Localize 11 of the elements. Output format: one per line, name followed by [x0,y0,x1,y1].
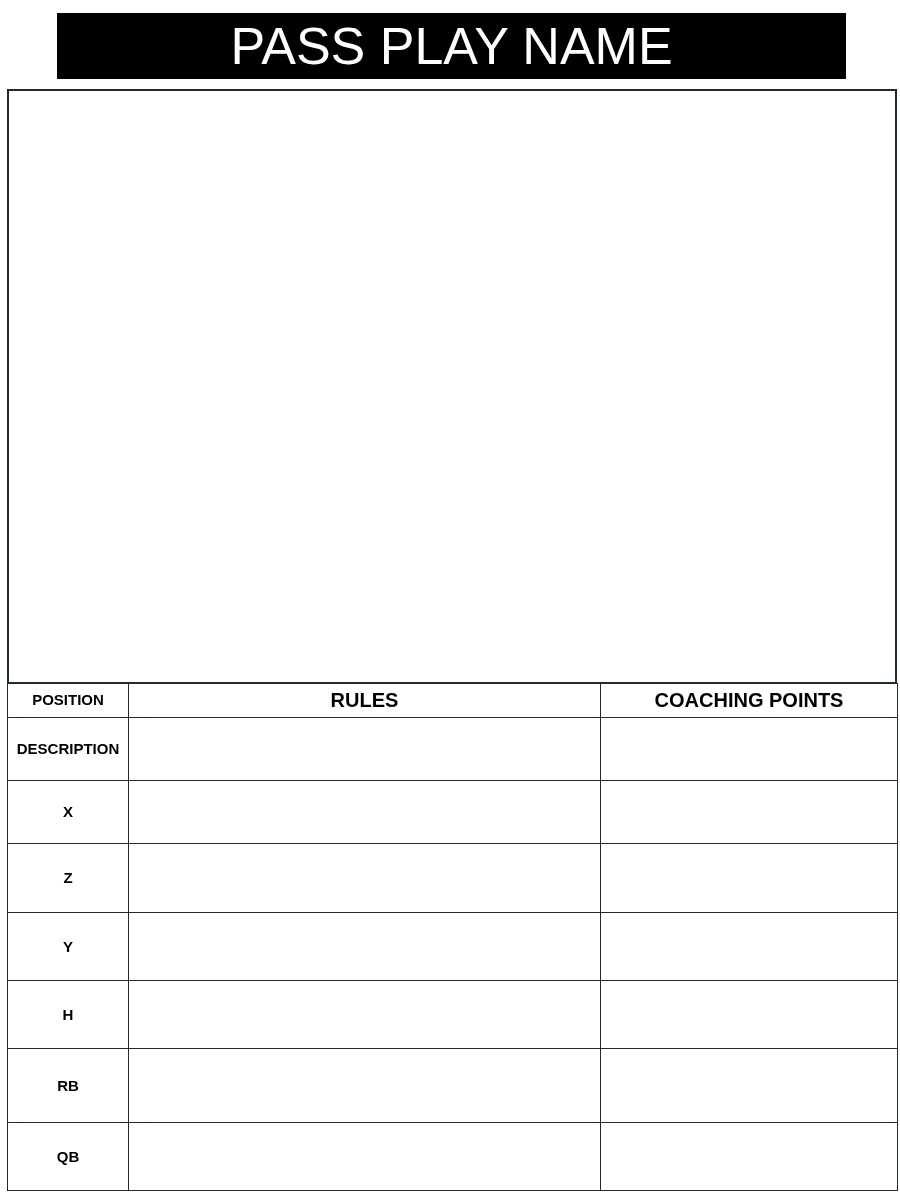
position-cell: Z [8,844,129,913]
table-header: POSITION [8,683,129,718]
table-header: RULES [129,683,601,718]
position-cell: QB [8,1123,129,1191]
position-cell: X [8,781,129,844]
position-cell: RB [8,1049,129,1123]
position-cell: DESCRIPTION [8,718,129,781]
title-banner: PASS PLAY NAME [57,13,846,79]
position-cell: Y [8,913,129,981]
position-cell: H [8,981,129,1049]
table-header: COACHING POINTS [601,683,898,718]
